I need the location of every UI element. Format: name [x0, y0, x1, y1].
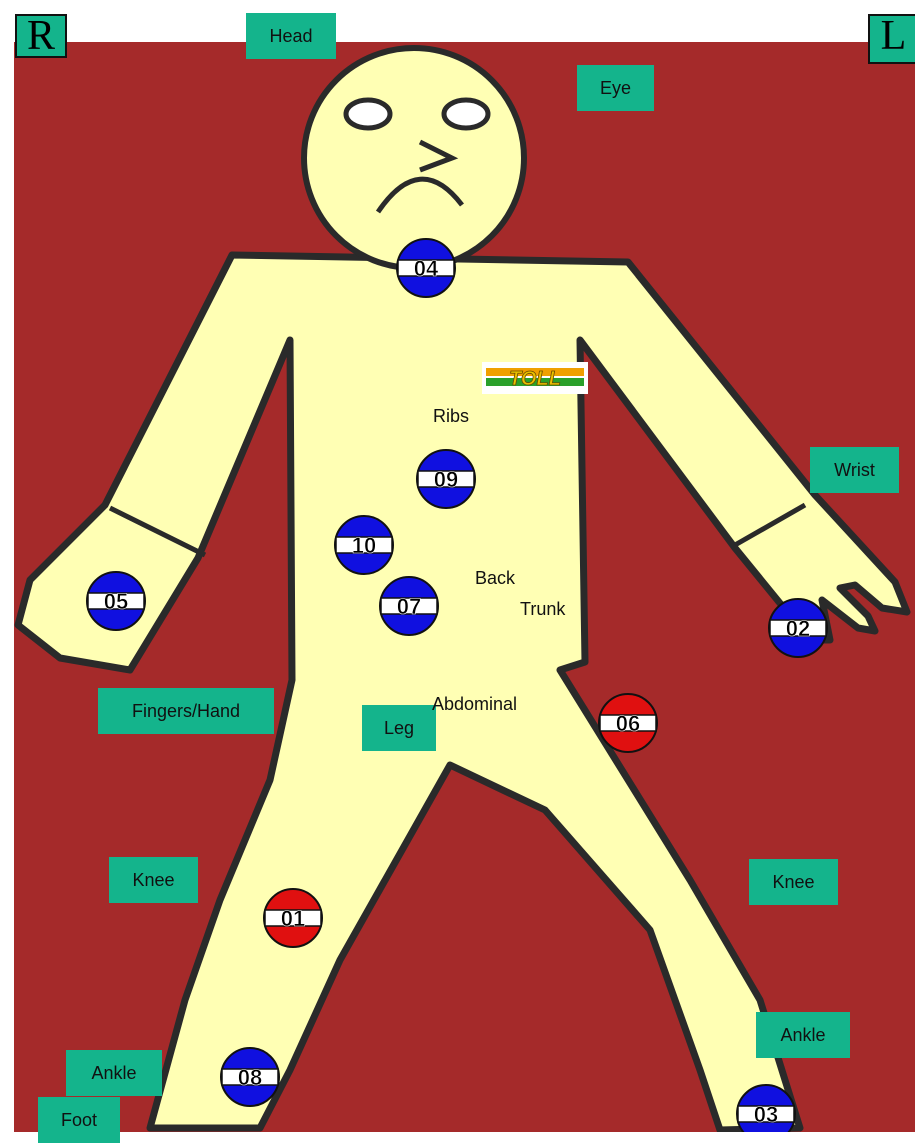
- right-side-label: R: [15, 14, 67, 58]
- marker-09: 09: [417, 450, 475, 508]
- marker-03: 03: [737, 1085, 795, 1132]
- marker-number: 07: [397, 594, 421, 619]
- marker-number: 05: [104, 589, 128, 614]
- marker-number: 06: [616, 711, 640, 736]
- text-abdominal: Abdominal: [432, 694, 517, 715]
- text-ribs: Ribs: [433, 406, 469, 427]
- label-wrist: Wrist: [810, 447, 899, 493]
- left-eye-shape: [444, 100, 488, 128]
- marker-number: 01: [281, 906, 305, 931]
- label-head: Head: [246, 13, 336, 59]
- left-side-label: L: [868, 14, 915, 64]
- marker-10: 10: [335, 516, 393, 574]
- marker-number: 08: [238, 1065, 262, 1090]
- label-leg: Leg: [362, 705, 436, 751]
- marker-number: 02: [786, 616, 810, 641]
- marker-07: 07: [380, 577, 438, 635]
- marker-number: 10: [352, 533, 376, 558]
- marker-04: 04: [397, 239, 455, 297]
- marker-number: 04: [414, 256, 439, 281]
- label-knee-right: Knee: [109, 857, 198, 903]
- head-shape: [304, 48, 524, 268]
- marker-number: 09: [434, 467, 458, 492]
- label-ankle-right: Ankle: [66, 1050, 162, 1096]
- label-eye: Eye: [577, 65, 654, 111]
- text-trunk: Trunk: [520, 599, 565, 620]
- svg-text:TOLL: TOLL: [509, 368, 561, 390]
- toll-logo: TOLL: [482, 362, 588, 394]
- right-eye-shape: [346, 100, 390, 128]
- marker-02: 02: [769, 599, 827, 657]
- marker-06: 06: [599, 694, 657, 752]
- label-ankle-left: Ankle: [756, 1012, 850, 1058]
- label-knee-left: Knee: [749, 859, 838, 905]
- label-fingers-hand: Fingers/Hand: [98, 688, 274, 734]
- label-foot: Foot: [38, 1097, 120, 1143]
- text-back: Back: [475, 568, 515, 589]
- marker-number: 03: [754, 1102, 778, 1127]
- marker-08: 08: [221, 1048, 279, 1106]
- marker-01: 01: [264, 889, 322, 947]
- marker-05: 05: [87, 572, 145, 630]
